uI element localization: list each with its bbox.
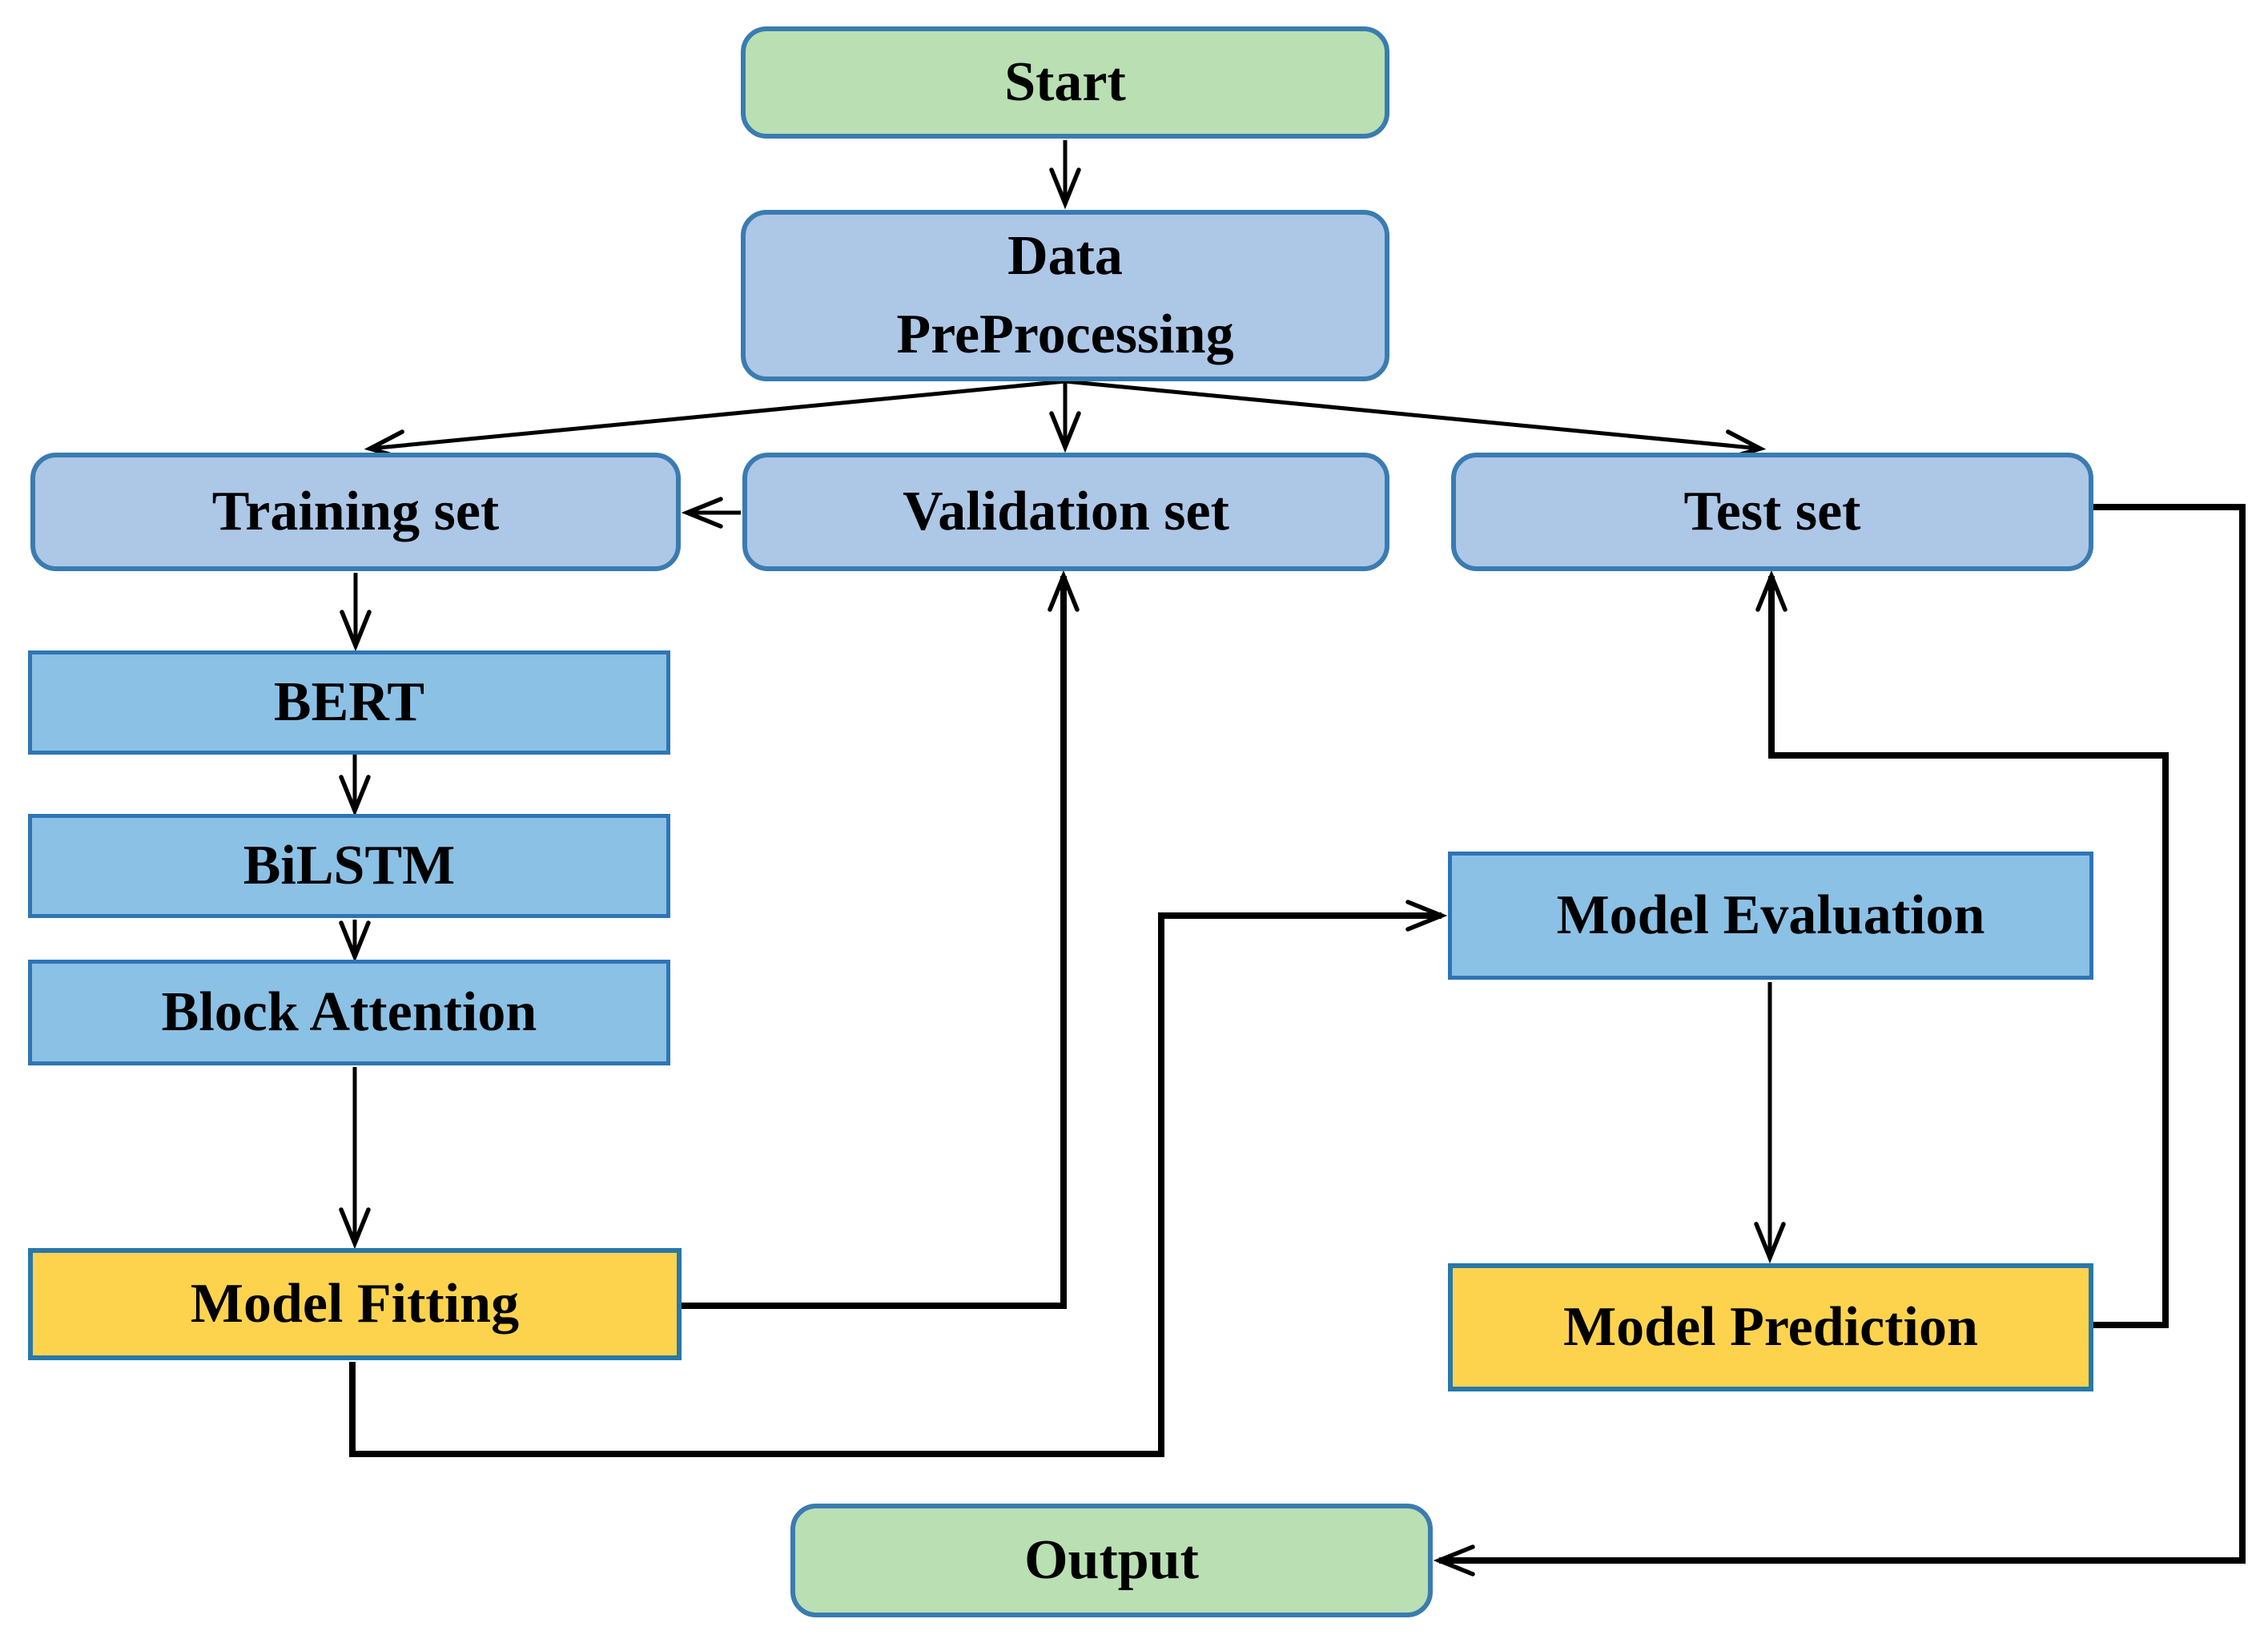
node-training-set: Training set [30, 453, 681, 571]
node-data-preprocessing-line2: PreProcessing [896, 304, 1234, 365]
arrow-test-set-to-output [1433, 504, 2246, 1577]
arrow-model-prediction-to-test-set [1755, 570, 2169, 1328]
arrow-model-fitting-to-validation-set [682, 570, 1080, 1309]
node-test-set-label: Test set [1683, 481, 1861, 542]
node-block-attention: Block Attention [28, 960, 670, 1065]
node-data-preprocessing: Data PreProcessing [741, 210, 1389, 381]
node-data-preprocessing-line1: Data [1007, 225, 1123, 287]
node-model-fitting-label: Model Fitting [190, 1273, 520, 1335]
arrow-data-preprocessing-to-test-set [1064, 379, 1767, 461]
node-bert-label: BERT [273, 671, 425, 733]
node-model-fitting: Model Fitting [28, 1248, 682, 1360]
node-block-attention-label: Block Attention [161, 981, 537, 1043]
arrow-data-preprocessing-to-training-set [364, 379, 1066, 461]
node-training-set-label: Training set [211, 481, 500, 542]
node-start: Start [741, 26, 1389, 139]
node-output: Output [790, 1504, 1433, 1617]
node-model-prediction-label: Model Prediction [1563, 1296, 1978, 1358]
node-bilstm: BiLSTM [28, 814, 670, 918]
node-model-evaluation-label: Model Evaluation [1556, 884, 1985, 946]
node-model-evaluation: Model Evaluation [1448, 852, 2093, 980]
node-start-label: Start [1004, 51, 1126, 113]
node-validation-set: Validation set [742, 453, 1389, 571]
arrow-model-fitting-to-model-evaluation [349, 900, 1448, 1457]
node-bert: BERT [28, 650, 670, 755]
node-test-set: Test set [1451, 453, 2093, 571]
node-validation-set-label: Validation set [903, 481, 1229, 542]
node-output-label: Output [1024, 1529, 1199, 1591]
node-model-prediction: Model Prediction [1448, 1263, 2093, 1391]
node-bilstm-label: BiLSTM [243, 835, 456, 896]
